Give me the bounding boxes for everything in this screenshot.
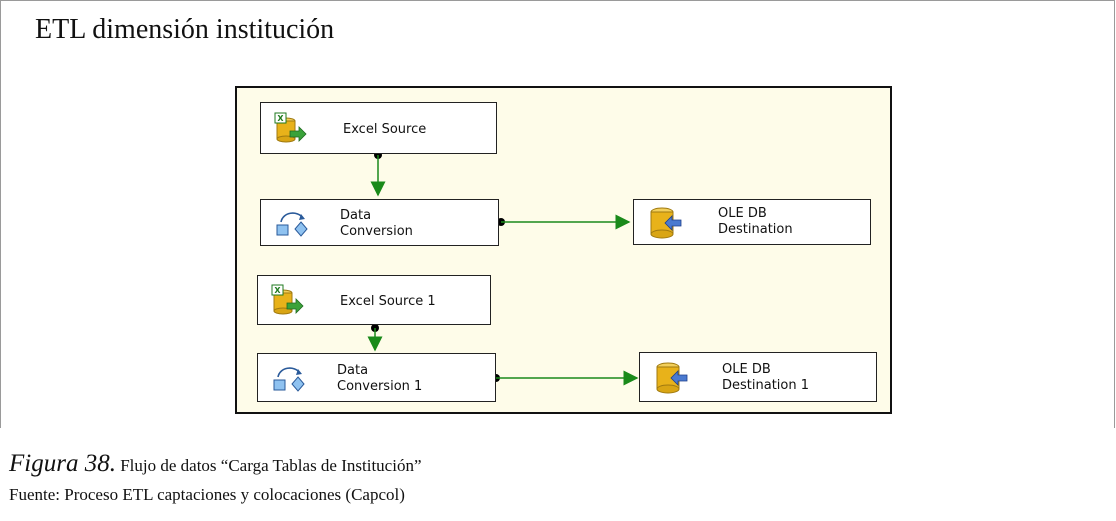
ole-db-destination-icon [650, 207, 682, 239]
excel-source-label: Excel Source [343, 122, 427, 137]
data-conversion-label-line1: Data [340, 208, 372, 223]
ole-db-destination-label-line2: Destination [718, 222, 793, 237]
ole-db-destination-1-icon [656, 362, 688, 394]
path-excel-to-conversion[interactable] [370, 151, 386, 197]
data-conversion-1-label-line2: Conversion 1 [337, 379, 423, 394]
node-data-conversion-1[interactable]: Data Conversion 1 [257, 353, 496, 402]
data-flow-canvas: X Excel Source Data Conversion OLE DB De… [235, 86, 892, 414]
ole-db-destination-label-line1: OLE DB [718, 206, 767, 221]
path-conversion-to-destination[interactable] [497, 214, 631, 230]
data-conversion-1-label-line1: Data [337, 363, 369, 378]
figure-number: Figura 38. [9, 450, 116, 477]
path-conversion1-to-destination1[interactable] [492, 370, 639, 386]
excel-source-1-label: Excel Source 1 [340, 294, 436, 309]
figure-frame [0, 0, 1115, 428]
figure-title: ETL dimensión institución [35, 14, 335, 45]
figure-source: Fuente: Proceso ETL captaciones y coloca… [9, 485, 405, 504]
excel-source-1-icon: X [271, 284, 304, 315]
node-excel-source[interactable]: X Excel Source [260, 102, 497, 154]
ole-db-destination-1-label-line1: OLE DB [722, 362, 771, 377]
ole-db-destination-1-label-line2: Destination 1 [722, 378, 810, 393]
figure-caption: Figura 38. Flujo de datos “Carga Tablas … [9, 450, 422, 478]
data-conversion-label-line2: Conversion [340, 224, 413, 239]
svg-text:X: X [274, 286, 281, 295]
node-excel-source-1[interactable]: X Excel Source 1 [257, 275, 491, 325]
svg-text:X: X [277, 114, 284, 123]
excel-source-icon: X [274, 112, 307, 143]
data-conversion-icon [276, 212, 308, 237]
data-conversion-1-icon [273, 367, 305, 392]
node-ole-db-destination-1[interactable]: OLE DB Destination 1 [639, 352, 877, 402]
path-excel1-to-conversion1[interactable] [367, 324, 383, 352]
node-ole-db-destination[interactable]: OLE DB Destination [633, 199, 871, 245]
figure-caption-text: Flujo de datos “Carga Tablas de Instituc… [120, 456, 422, 475]
node-data-conversion[interactable]: Data Conversion [260, 199, 499, 246]
